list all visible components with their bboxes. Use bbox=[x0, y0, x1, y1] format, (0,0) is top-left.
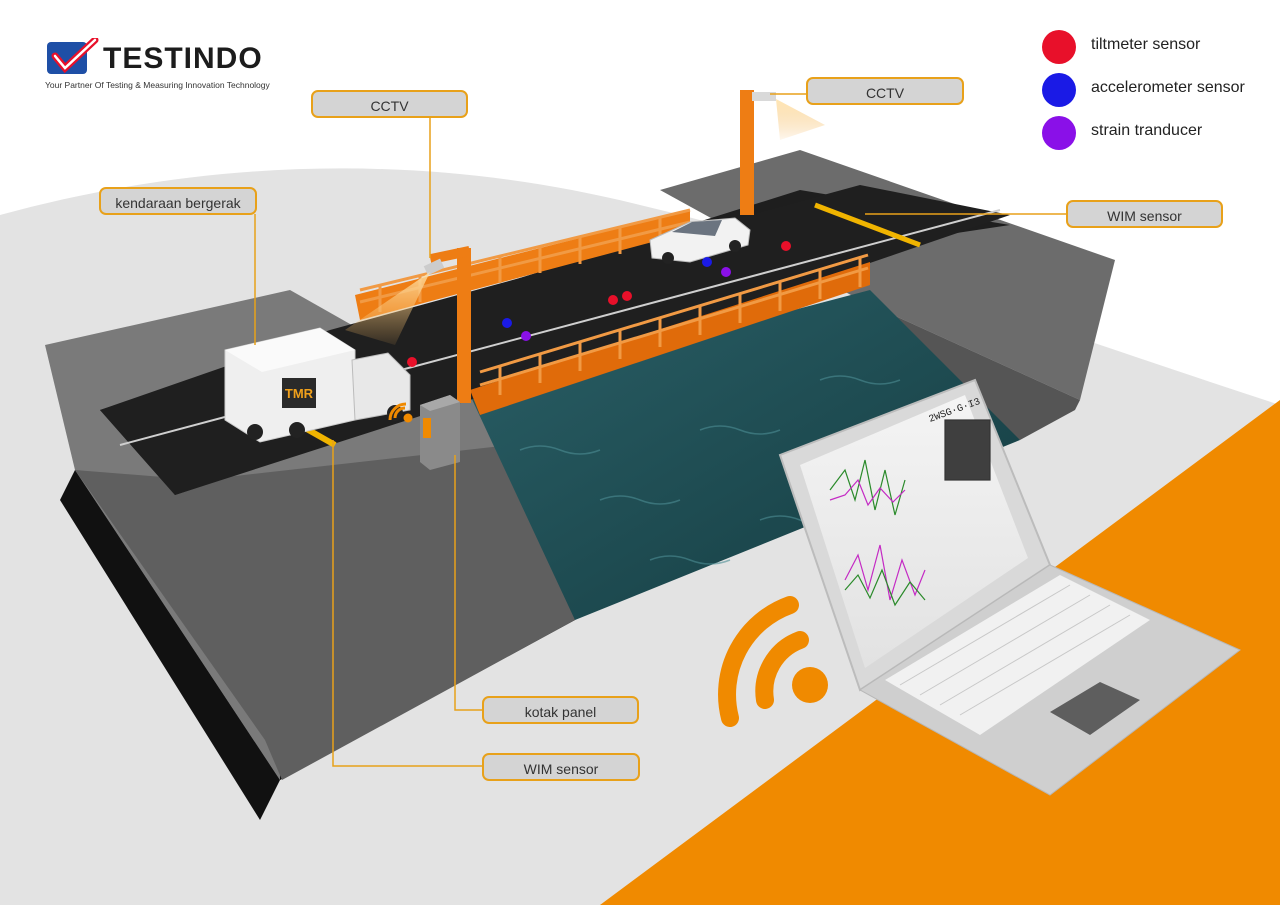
tiltmeter-sensor-1 bbox=[407, 357, 417, 367]
tiltmeter-sensor-2 bbox=[608, 295, 618, 305]
cctv-pole-right bbox=[740, 90, 754, 215]
strain-transducer-1 bbox=[521, 331, 531, 341]
brand-name: TESTINDO bbox=[103, 42, 263, 76]
truck-logo: TMR bbox=[285, 386, 314, 401]
cctv-pole-left bbox=[457, 248, 471, 403]
legend-label: accelerometer sensor bbox=[1091, 79, 1245, 97]
blue-dot-icon bbox=[1042, 73, 1076, 107]
callout-control-panel: kotak panel bbox=[482, 696, 639, 724]
legend-label: tiltmeter sensor bbox=[1091, 36, 1200, 54]
tiltmeter-sensor-4 bbox=[781, 241, 791, 251]
tiltmeter-sensor-3 bbox=[622, 291, 632, 301]
strain-transducer-2 bbox=[721, 267, 731, 277]
accelerometer-sensor-2 bbox=[702, 257, 712, 267]
testindo-logo bbox=[45, 38, 97, 74]
accelerometer-sensor-1 bbox=[502, 318, 512, 328]
check-badge-icon bbox=[45, 38, 101, 78]
red-dot-icon bbox=[1042, 30, 1076, 64]
legend-label: strain tranducer bbox=[1091, 122, 1202, 140]
cctv-beam-right bbox=[776, 99, 825, 140]
callout-moving-vehicle: kendaraan bergerak bbox=[99, 187, 257, 215]
control-panel-box bbox=[420, 395, 460, 470]
purple-dot-icon bbox=[1042, 116, 1076, 150]
wifi-signal-dot bbox=[792, 667, 828, 703]
callout-cctv-right: CCTV bbox=[806, 77, 964, 105]
callout-cctv-left: CCTV bbox=[311, 90, 468, 118]
callout-wim-sensor-bottom: WIM sensor bbox=[482, 753, 640, 781]
callout-wim-sensor-top: WIM sensor bbox=[1066, 200, 1223, 228]
brand-tagline: Your Partner Of Testing & Measuring Inno… bbox=[45, 80, 270, 90]
